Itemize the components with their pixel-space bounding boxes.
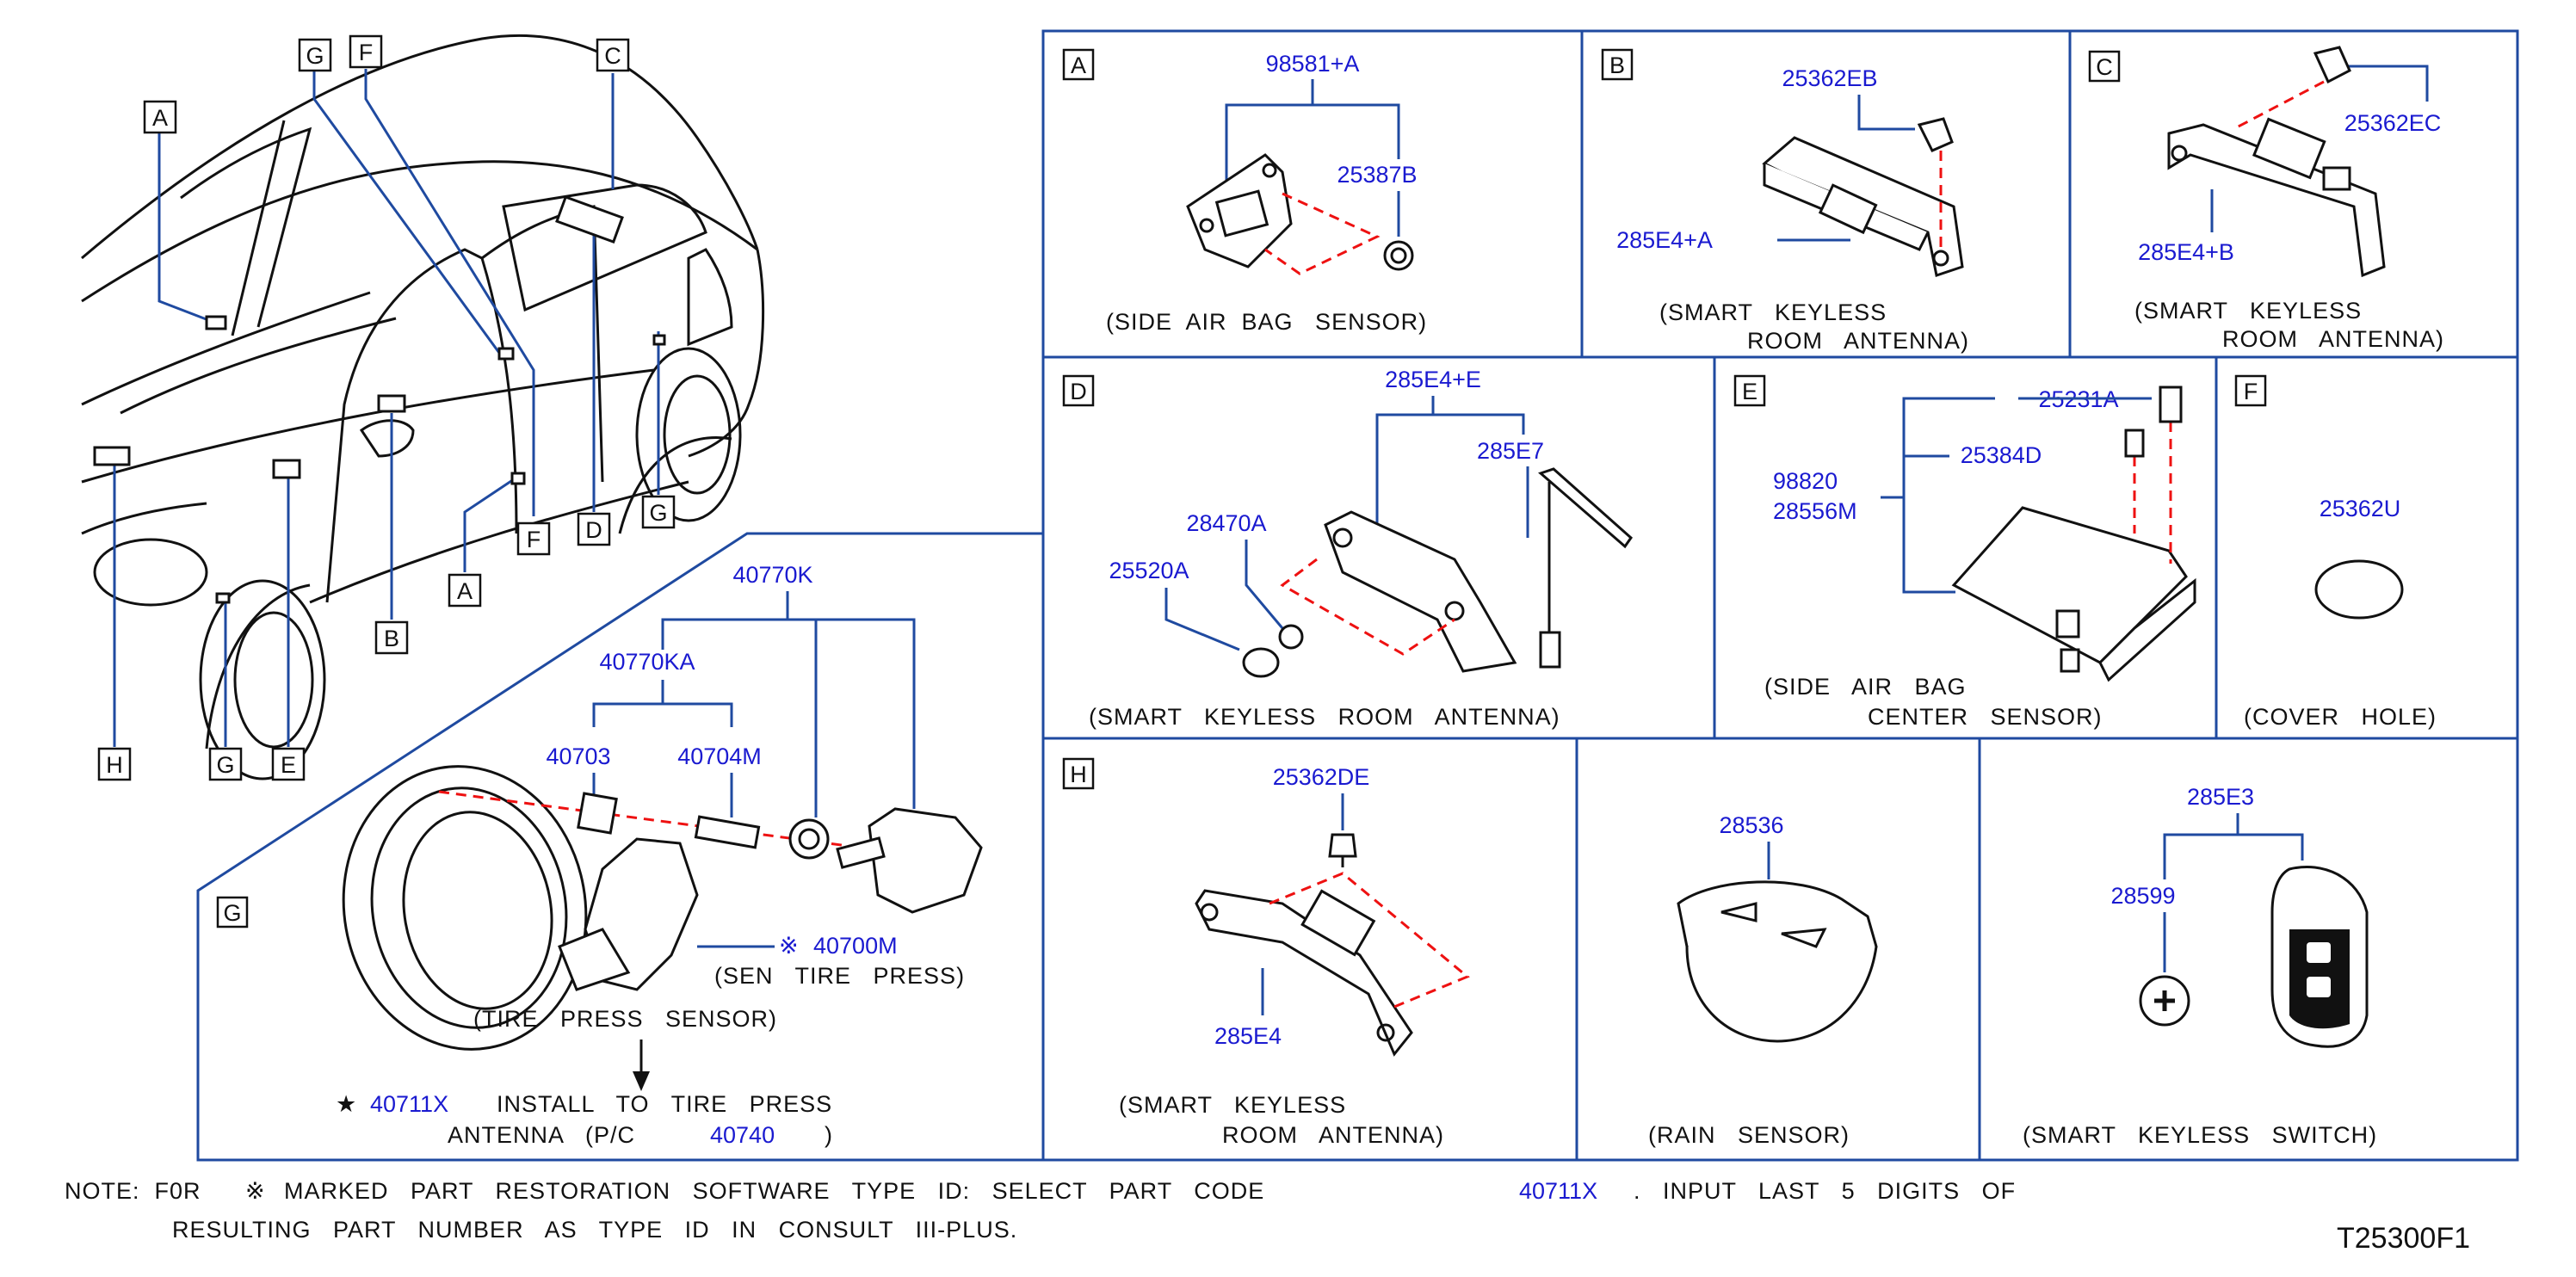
panel-g-letter: G — [223, 900, 241, 926]
pn-285e4-b: 285E4+B — [2138, 239, 2234, 265]
pn-285e4: 285E4 — [1214, 1023, 1282, 1049]
callout-a-top: A — [152, 105, 168, 131]
arrow-down-icon — [633, 1071, 650, 1091]
callout-f-top: F — [359, 40, 374, 65]
callout-b: B — [384, 626, 399, 651]
note-line1: MARKED PART RESTORATION SOFTWARE TYPE ID… — [284, 1178, 1264, 1204]
antenna-text: ANTENNA (P/C — [448, 1122, 635, 1148]
panel-f: F 25362U (COVER HOLE) — [2234, 374, 2437, 730]
figure-code: T25300F1 — [2337, 1222, 2470, 1255]
panel-d: D 285E4+E 285E7 28470A 25520A (SMART KEY… — [1062, 367, 1633, 730]
caption-tire-press-sensor: (TIRE PRESS SENSOR) — [473, 1006, 777, 1032]
panel-a-letter: A — [1071, 52, 1086, 78]
vehicle-callout-leaders — [113, 69, 660, 747]
panel-smart-keyless-switch: 285E3 28599 (SMART KEYLESS SWITCH) — [2023, 784, 2377, 1148]
callout-g-right: G — [649, 500, 667, 526]
caption-smart-keyless-switch: (SMART KEYLESS SWITCH) — [2023, 1122, 2377, 1148]
pn-285e3: 285E3 — [2187, 784, 2254, 810]
install-star: ★ — [336, 1091, 357, 1117]
note-line2: RESULTING PART NUMBER AS TYPE ID IN CONS… — [172, 1217, 1017, 1243]
pn-98581-a: 98581+A — [1266, 51, 1360, 77]
panel-a: A 98581+A 25387B (SIDE AIR BAG SENSOR) — [1062, 48, 1427, 335]
pn-28599: 28599 — [2110, 883, 2175, 909]
vehicle-part-marks — [93, 195, 666, 604]
pn-40770ka: 40770KA — [599, 649, 695, 675]
vehicle-callout-boxes: A G F C D G F A B H G E — [97, 34, 676, 781]
pn-40700m: 40700M — [813, 933, 898, 959]
panel-frame — [196, 29, 2519, 1162]
note-prefix: NOTE: F0R — [65, 1178, 201, 1204]
note-marker: ※ — [245, 1178, 266, 1204]
pn-98820: 98820 — [1773, 468, 1838, 494]
pn-40704m: 40704M — [677, 743, 762, 769]
callout-d: D — [585, 517, 602, 543]
caption-c-line1: (SMART KEYLESS — [2134, 298, 2362, 324]
pn-25520a: 25520A — [1109, 558, 1189, 583]
caption-c-line2: ROOM ANTENNA) — [2222, 326, 2444, 352]
panel-rain-sensor: 28536 (RAIN SENSOR) — [1648, 812, 1878, 1148]
caption-f: (COVER HOLE) — [2244, 704, 2437, 730]
panel-d-letter: D — [1070, 379, 1087, 404]
pn-25362u: 25362U — [2320, 496, 2401, 521]
pn-40740: 40740 — [710, 1122, 775, 1148]
caption-e-line2: CENTER SENSOR) — [1868, 704, 2103, 730]
note-pn-40711x: 40711X — [1519, 1178, 1597, 1204]
pn-40770k: 40770K — [732, 562, 812, 588]
callout-a-mid: A — [457, 578, 473, 604]
pn-25362eb: 25362EB — [1782, 65, 1877, 91]
vehicle-illustration — [81, 34, 765, 780]
pn-40711x-install: 40711X — [370, 1091, 448, 1117]
panel-b-letter: B — [1609, 52, 1625, 78]
pn-25362de: 25362DE — [1273, 764, 1370, 790]
caption-d: (SMART KEYLESS ROOM ANTENNA) — [1089, 704, 1560, 730]
marker-40700m: ※ — [779, 933, 799, 959]
callout-c: C — [604, 43, 621, 69]
caption-b-line2: ROOM ANTENNA) — [1747, 328, 1969, 354]
panel-h: H 25362DE 285E4 (SMART KEYLESS ROOM ANTE… — [1062, 757, 1470, 1148]
note-line1b: . INPUT LAST 5 DIGITS OF — [1634, 1178, 2016, 1204]
panel-f-letter: F — [2244, 379, 2258, 404]
panel-g: G 40770K 40770KA 40703 40704M ※ 40700M (… — [216, 562, 983, 1148]
pn-285e4-e: 285E4+E — [1385, 367, 1481, 392]
panel-e-letter: E — [1742, 379, 1757, 404]
pn-28556m: 28556M — [1773, 498, 1857, 524]
pn-28470a: 28470A — [1186, 510, 1266, 536]
install-text: INSTALL TO TIRE PRESS — [497, 1091, 832, 1117]
caption-side-air-bag-sensor: (SIDE AIR BAG SENSOR) — [1106, 309, 1427, 335]
pn-25387b: 25387B — [1337, 162, 1417, 188]
panel-c-letter: C — [2096, 54, 2113, 80]
pn-285e4-a: 285E4+A — [1616, 227, 1713, 253]
pn-25384d: 25384D — [1961, 442, 2042, 468]
caption-h-line2: ROOM ANTENNA) — [1222, 1122, 1444, 1148]
pn-25362ec: 25362EC — [2344, 110, 2442, 136]
panel-b: B 25362EB 285E4+A (SMART KEYLESS ROOM AN… — [1601, 48, 1969, 354]
caption-sen-tire-press: (SEN TIRE PRESS) — [714, 963, 965, 989]
panel-h-letter: H — [1070, 762, 1087, 787]
panel-e: E 25231A 25384D 98820 28556M (SIDE AIR B… — [1733, 374, 2196, 730]
caption-e-line1: (SIDE AIR BAG — [1764, 674, 1967, 700]
callout-f-mid: F — [527, 527, 541, 552]
pn-285e7: 285E7 — [1477, 438, 1544, 464]
callout-e: E — [281, 752, 296, 778]
caption-b-line1: (SMART KEYLESS — [1659, 299, 1887, 325]
footer-note: NOTE: F0R ※ MARKED PART RESTORATION SOFT… — [65, 1178, 2470, 1255]
caption-rain-sensor: (RAIN SENSOR) — [1648, 1122, 1850, 1148]
pn-28536: 28536 — [1719, 812, 1783, 838]
panel-c: C 25362EC 285E4+B (SMART KEYLESS ROOM AN… — [2088, 46, 2444, 352]
cover-hole-shape — [2314, 559, 2404, 620]
callout-g-top: G — [306, 43, 324, 69]
pn-40703: 40703 — [546, 743, 610, 769]
callout-g-bottom: G — [216, 752, 234, 778]
caption-h-line1: (SMART KEYLESS — [1119, 1092, 1346, 1118]
callout-h: H — [106, 752, 123, 778]
antenna-close: ) — [825, 1122, 833, 1148]
